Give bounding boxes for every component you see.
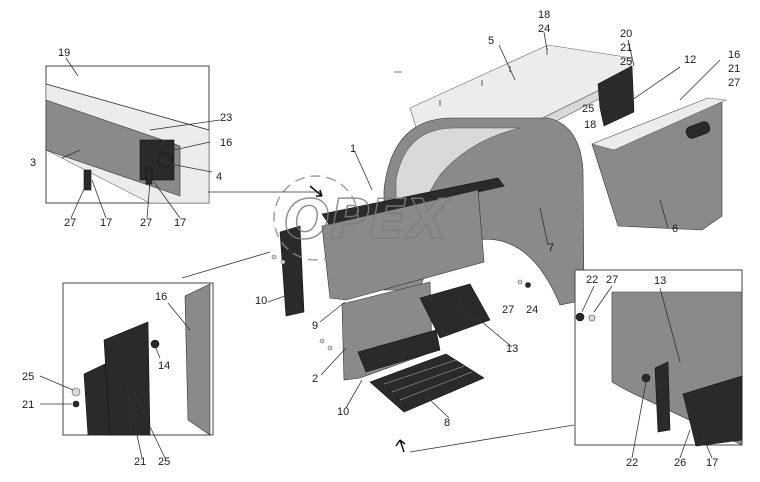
inset-br-26: 26 (674, 457, 686, 469)
callout-20: 20 (620, 28, 632, 40)
inset-bl-14: 14 (158, 360, 170, 372)
inset-tl-27b: 27 (140, 217, 152, 229)
inset-br-17: 17 (706, 457, 718, 469)
fastener-22 (525, 282, 531, 288)
inset-br-22: 22 (586, 274, 598, 286)
callout-7: 7 (548, 242, 554, 254)
part-8-step (369, 353, 485, 413)
callout-16-right: 16 (728, 49, 740, 61)
part-6-rear-panel-top (591, 97, 728, 151)
part-12-bracket (597, 65, 635, 127)
callout-24-mid: 25 (582, 103, 594, 115)
inset-tl-19: 19 (58, 47, 70, 59)
leader-lines (39, 31, 721, 459)
main-assembly (271, 44, 728, 413)
inset-br-13: 13 (654, 275, 666, 287)
part-8-step-ribs (383, 359, 473, 401)
callout-2: 2 (312, 373, 318, 385)
inset-bl-25b: 25 (158, 456, 170, 468)
opex-watermark: OPEX (273, 175, 451, 261)
callout-18-top: 18 (538, 9, 550, 21)
callout-1: 1 (350, 143, 356, 155)
inset-bl-25: 25 (22, 371, 34, 383)
inset-tl-23: 23 (220, 112, 232, 124)
part-10-step-bracket (357, 329, 441, 373)
callout-18-mid: 18 (584, 119, 596, 131)
callout-6: 6 (672, 223, 678, 235)
callout-24-top: 24 (538, 23, 550, 35)
callout-9: 9 (312, 320, 318, 332)
arrow-upper-icon (309, 185, 323, 197)
inset-bottom-left (62, 282, 214, 436)
callout-11: 10 (255, 295, 267, 307)
inset-br-22b: 22 (626, 457, 638, 469)
callout-5: 5 (488, 35, 494, 47)
part-6-handle-slot (685, 121, 711, 139)
callout-21-right: 21 (728, 63, 740, 75)
callout-10-label: 10 (337, 406, 349, 418)
inset-tl-4: 4 (216, 171, 222, 183)
direction-arrows (309, 71, 406, 453)
part-13-bracket (419, 283, 491, 339)
callout-labels: 18 24 5 20 21 25 12 16 21 27 25 18 1 6 7… (22, 9, 740, 469)
fastener-b (327, 345, 333, 351)
part-1-side-rail (321, 177, 505, 227)
part-11-bracket (279, 225, 305, 317)
part-9-front-panel (321, 189, 485, 301)
fastener-d (280, 259, 286, 265)
inset-bl-21: 21 (22, 399, 34, 411)
fastener-a (319, 338, 325, 344)
callout-25-top: 25 (620, 56, 632, 68)
inset-top-left (45, 65, 210, 204)
watermark-gear-icon (273, 175, 359, 261)
fastener-27 (517, 279, 523, 285)
inset-tl-17b: 17 (174, 217, 186, 229)
callout-8: 8 (444, 417, 450, 429)
inset-br-27: 27 (606, 274, 618, 286)
callout-12: 12 (684, 54, 696, 66)
inset-bl-16: 16 (155, 291, 167, 303)
inset-tl-3: 3 (30, 157, 36, 169)
callout-13: 13 (506, 343, 518, 355)
inset-bottom-right (574, 269, 743, 447)
callout-27: 27 (502, 304, 514, 316)
fastener-c (271, 254, 277, 260)
callout-22: 24 (526, 304, 538, 316)
callout-21-top: 21 (620, 42, 632, 54)
inset-bl-21b: 21 (134, 456, 146, 468)
callout-25-right: 27 (728, 77, 740, 89)
inset-tl-16: 16 (220, 137, 232, 149)
inset-tl-17a: 17 (100, 217, 112, 229)
arrow-lower-icon (395, 439, 406, 453)
watermark-logo-text: OPEX (284, 188, 450, 251)
inset-tl-27a: 27 (64, 217, 76, 229)
